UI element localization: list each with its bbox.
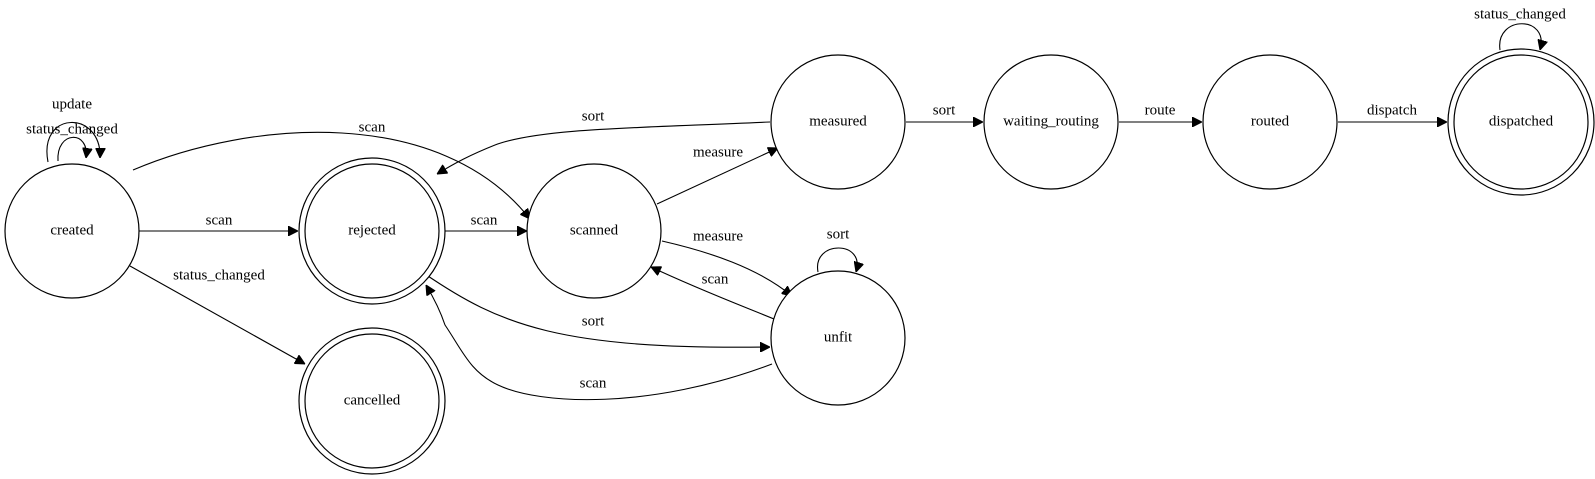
node-scanned: scanned — [526, 163, 662, 299]
edge-dispatched-status-changed-dispatched — [1499, 23, 1542, 50]
node-created: created — [4, 163, 140, 299]
edge-label-status-changed: status_changed — [173, 267, 265, 283]
edge-created-update-created — [46, 122, 100, 163]
node-waiting-routing: waiting_routing — [983, 54, 1119, 190]
node-label-dispatched: dispatched — [1489, 113, 1554, 129]
edge-unfit-scan-scanned — [651, 267, 775, 320]
edge-label-scan: scan — [702, 271, 729, 287]
node-cancelled: cancelled — [298, 327, 446, 475]
node-rejected: rejected — [298, 157, 446, 305]
edge-scanned-measure-measured — [656, 148, 778, 205]
node-label-unfit: unfit — [824, 329, 853, 345]
edge-created-status-changed-cancelled — [129, 265, 305, 364]
edge-measured-sort-rejected — [437, 121, 771, 174]
edge-label-sort: sort — [582, 313, 605, 329]
node-label-measured: measured — [809, 113, 867, 129]
node-label-cancelled: cancelled — [344, 392, 401, 408]
edge-label-status-changed: status_changed — [1474, 6, 1566, 22]
node-label-waiting-routing: waiting_routing — [1003, 113, 1099, 129]
node-dispatched: dispatched — [1447, 48, 1595, 196]
edge-created-scan-scanned — [132, 131, 530, 219]
node-label-scanned: scanned — [570, 222, 619, 238]
nodes-layer: created rejected scanned cancelled measu… — [4, 48, 1595, 475]
edge-label-dispatch: dispatch — [1367, 102, 1417, 118]
edge-label-sort: sort — [582, 108, 605, 124]
node-label-routed: routed — [1251, 113, 1290, 129]
edge-label-update: update — [52, 96, 92, 112]
node-measured: measured — [770, 54, 906, 190]
edge-label-route: route — [1145, 102, 1176, 118]
edge-scanned-measure-unfit — [661, 240, 792, 296]
edge-label-scan: scan — [471, 212, 498, 228]
edge-label-measure: measure — [693, 144, 743, 160]
edge-label-scan: scan — [359, 119, 386, 135]
node-label-created: created — [50, 222, 94, 238]
edges-layer — [46, 23, 1542, 401]
edge-created-status-changed-created — [57, 136, 86, 162]
node-label-rejected: rejected — [348, 222, 396, 238]
edge-label-status-changed: status_changed — [26, 121, 118, 137]
edge-unfit-scan-rejected — [426, 285, 773, 401]
edge-label-measure: measure — [693, 228, 743, 244]
edge-label-sort: sort — [827, 226, 850, 242]
edge-rejected-sort-unfit — [424, 273, 770, 347]
edge-unfit-sort-unfit — [817, 247, 858, 272]
node-routed: routed — [1202, 54, 1338, 190]
edge-label-scan: scan — [580, 375, 607, 391]
edge-label-scan: scan — [206, 212, 233, 228]
node-unfit: unfit — [770, 270, 906, 406]
edge-labels-layer: update status_changed scan scan status_c… — [26, 6, 1566, 391]
edge-label-sort: sort — [933, 102, 956, 118]
